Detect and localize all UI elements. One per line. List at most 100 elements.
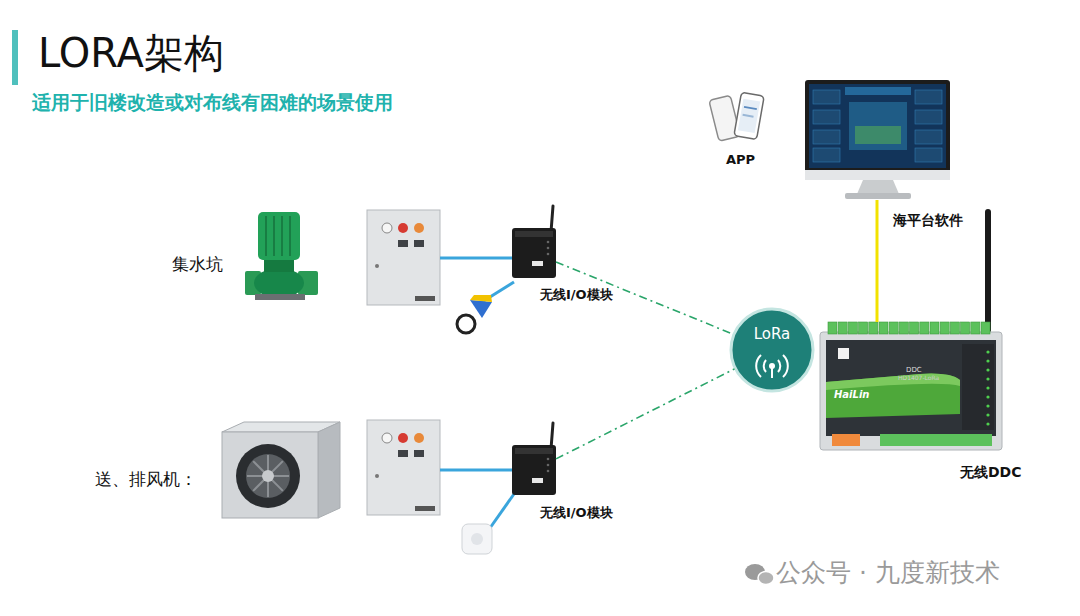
radio-icon [756,355,761,377]
terminal-block [889,322,898,334]
cabinet-switch [414,240,424,247]
status-led [986,422,989,425]
status-led [986,368,989,371]
screen-header [845,87,911,95]
terminal-block [899,322,908,334]
watermark: 公众号 · 九度新技术 [776,559,1000,588]
sensor-lens [471,533,483,545]
terminal-block [838,322,847,334]
module-led [547,247,550,250]
status-led [986,386,989,389]
room-sensor [462,524,492,554]
cabinet-button [382,433,392,443]
motor-fin [273,216,275,256]
float-top [470,295,492,302]
node-text: DDC [906,366,922,374]
phone-front [734,92,764,139]
fan-front [222,432,318,518]
screen-widget [915,90,942,104]
phone-icon [709,92,764,141]
signal-wire [440,469,512,472]
wireless-io-module: 无线I/O模块 [512,445,556,495]
platform-monitor: 海平台软件 [805,80,950,200]
cabinet-switch [398,240,408,247]
node-text: 海平台软件 [893,212,963,228]
control-cabinet [367,420,440,515]
qr-code [838,348,849,359]
status-led [986,413,989,416]
node-text: 无线I/O模块 [540,288,613,303]
fan-opening [236,444,300,508]
screen-widget [813,90,840,104]
signal-wire [490,494,514,528]
motor-fin [281,216,283,256]
antenna [985,212,991,330]
cabinet-switch [414,450,424,457]
cabinet-button [398,223,408,233]
float-switch [457,295,492,333]
radio-icon [783,355,788,377]
float-body [470,300,492,318]
screen-widget [813,148,840,162]
radio-icon [778,360,780,372]
title: LORA架构 [38,30,224,76]
ddc-green-band [826,374,960,390]
wireless-io-module: 无线I/O模块 [512,228,556,278]
led-panel [962,344,994,430]
ddc-green-band [826,374,960,418]
cabinet-button [414,223,424,233]
phone-screen [738,99,760,133]
module-top [515,231,553,237]
fan-illustration [222,422,340,518]
screen-widget [813,130,840,144]
node-text: HaiLin [834,389,869,401]
terminal-block [930,322,939,334]
status-led [986,395,989,398]
equipment-label: 集水坑 [172,255,223,275]
cabinet-body [367,210,440,305]
node-outline [820,322,1002,450]
terminal-block [880,434,992,446]
equipment-label: 送、排风机： [95,470,197,490]
module-body [512,228,556,278]
wireless-link [556,262,733,334]
screen-widget [915,130,942,144]
module-led [547,253,550,256]
status-led [986,350,989,353]
module-led [547,464,550,467]
cabinet-plate [415,506,435,511]
accent-bar [12,30,18,85]
control-cabinet [367,210,440,305]
cabinet-lock [375,264,379,268]
motor-fin [289,216,291,256]
phone-ui-bar [743,115,754,117]
node-text: 无线I/O模块 [540,506,613,521]
node-text: 无线DDC [960,464,1022,480]
monitor-screen [809,84,946,168]
terminal-block [869,322,878,334]
phone-ui-bar [744,107,757,109]
cabinet-button [382,223,392,233]
terminal-block [879,322,888,334]
node-text: LoRa [730,326,814,343]
pump-motor [258,212,300,260]
cabinet-button [398,433,408,443]
node-outline [805,80,950,200]
terminal-block [940,322,949,334]
node-outline [512,445,556,495]
cabinet-button [414,433,424,443]
terminal-block [848,322,857,334]
terminal-block [950,322,959,334]
module-led [547,241,550,244]
screen-widget [915,110,942,124]
terminal-block [971,322,980,334]
terminal-block [961,322,970,334]
terminal-block [920,322,929,334]
node-outline [512,228,556,278]
terminal-block [859,322,868,334]
cabinet-plate [415,296,435,301]
monitor-base [845,193,911,199]
node-text: HD1407-LoRa [898,375,939,382]
network-cable [876,200,879,322]
module-sticker [532,261,543,266]
